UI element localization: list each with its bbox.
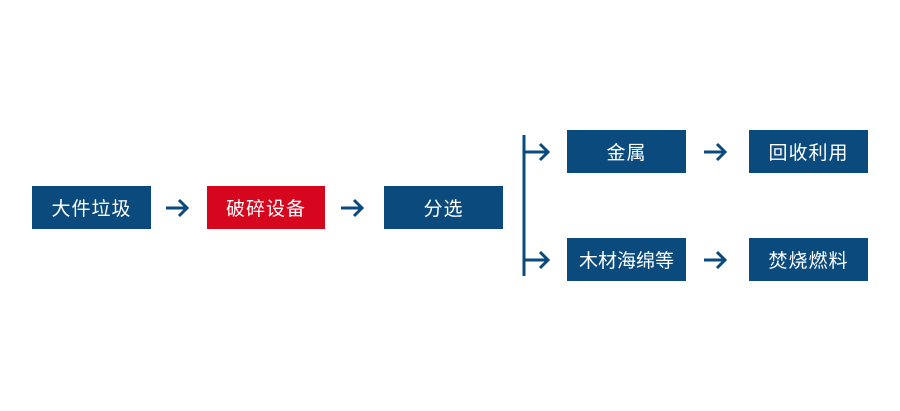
node-label: 破碎设备 (225, 198, 306, 220)
node-label: 分选 (423, 198, 464, 220)
node-wood-sponge: 木材海绵等 (567, 238, 686, 281)
node-crushing-equipment: 破碎设备 (207, 186, 325, 229)
arrow-sort-to-wood (524, 250, 551, 270)
node-recycling: 回收利用 (749, 130, 868, 173)
arrow-crush-to-sort (341, 198, 365, 218)
node-metal: 金属 (567, 130, 686, 173)
node-label: 回收利用 (768, 142, 849, 164)
node-label: 木材海绵等 (578, 250, 674, 272)
arrow-wood-to-burn (704, 250, 728, 270)
node-label: 焚烧燃料 (768, 250, 849, 272)
node-label: 金属 (606, 142, 647, 164)
arrow-sort-to-metal (524, 142, 551, 162)
node-incineration-fuel: 焚烧燃料 (749, 238, 868, 281)
arrow-metal-to-recycle (704, 142, 728, 162)
node-label: 大件垃圾 (51, 198, 132, 220)
node-bulky-garbage: 大件垃圾 (32, 186, 151, 229)
node-sorting: 分选 (384, 186, 503, 229)
arrow-garbage-to-crush (166, 198, 190, 218)
